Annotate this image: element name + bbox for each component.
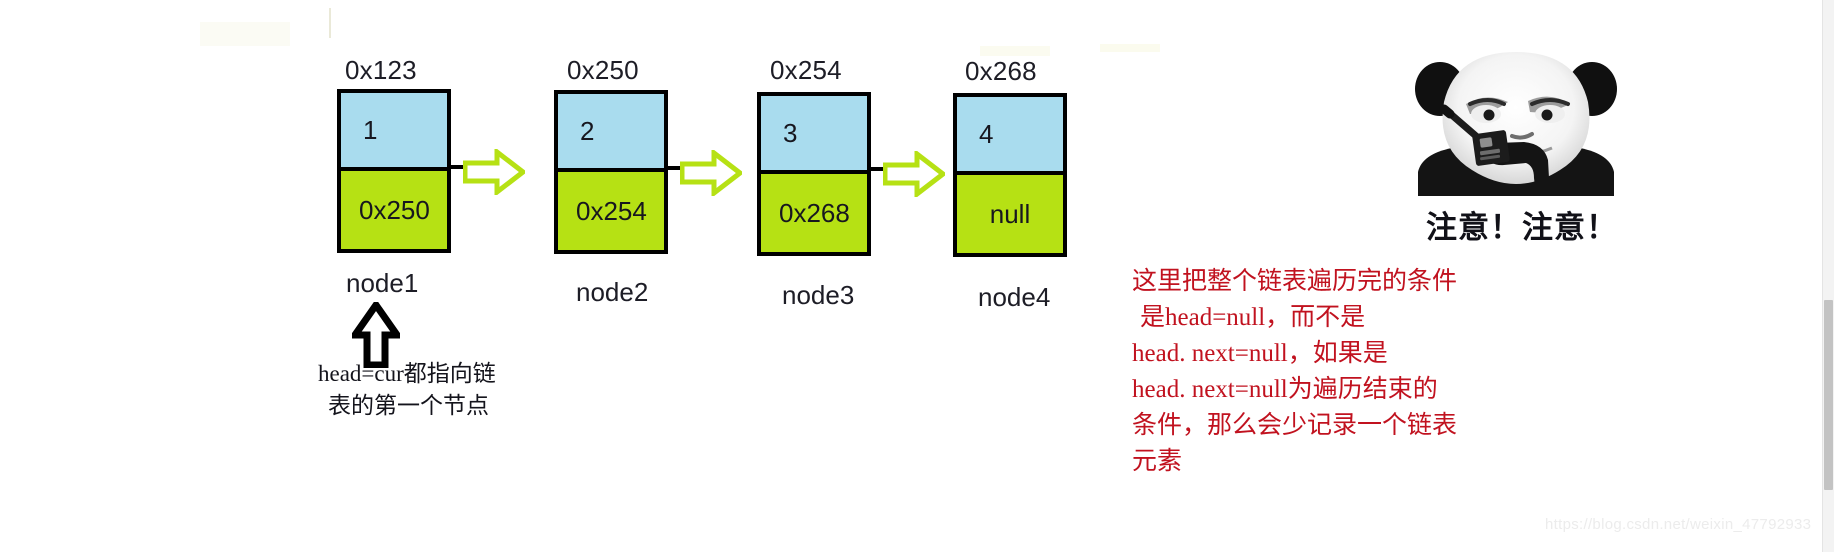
vertical-scrollbar-track[interactable]: [1822, 0, 1834, 552]
csdn-watermark: https://blog.csdn.net/weixin_47792933: [1545, 516, 1812, 533]
note-line-6: 元素: [1132, 448, 1183, 475]
head-caption-line-2: 表的第一个节点: [328, 393, 489, 418]
link-stub-3: [871, 167, 885, 171]
node-address-1: 0x123: [345, 55, 417, 85]
arrow-up-icon: [348, 298, 404, 369]
scan-artifact: [1100, 44, 1160, 52]
block-arrow-right-icon: [882, 148, 948, 200]
node-next-2: 0x254: [558, 172, 664, 250]
head-caption-line-1: head=cur都指向链: [318, 361, 496, 386]
note-line-3: head. next=null，如果是: [1132, 340, 1388, 367]
node-value-1: 1: [341, 93, 447, 171]
list-node-4: 4 null: [953, 93, 1067, 257]
block-arrow-right-icon: [679, 147, 745, 199]
node-label-1: node1: [346, 268, 419, 298]
node-address-4: 0x268: [965, 56, 1037, 86]
panda-walkie-talkie-icon: [1400, 44, 1632, 196]
vertical-scrollbar-thumb[interactable]: [1824, 300, 1833, 490]
note-line-4: head. next=null为遍历结束的: [1132, 376, 1438, 403]
list-node-3: 3 0x268: [757, 92, 871, 256]
warning-note: 这里把整个链表遍历完的条件 是head=null，而不是 head. next=…: [1132, 264, 1532, 480]
list-node-2: 2 0x254: [554, 90, 668, 254]
node-label-3: node3: [782, 280, 855, 310]
link-stub-2: [668, 166, 682, 170]
scan-artifact-tick: [329, 8, 331, 38]
node-value-2: 2: [558, 94, 664, 172]
block-arrow-right-icon: [462, 146, 528, 198]
node-next-4: null: [957, 175, 1063, 253]
node-label-4: node4: [978, 282, 1051, 312]
meme-title: 注意！注意！: [1426, 210, 1618, 245]
node-next-1: 0x250: [341, 171, 447, 249]
list-node-1: 1 0x250: [337, 89, 451, 253]
scan-artifact: [200, 22, 290, 46]
node-next-3: 0x268: [761, 174, 867, 252]
head-pointer-caption: head=cur都指向链 表的第一个节点: [318, 358, 548, 422]
node-address-2: 0x250: [567, 55, 639, 85]
link-stub-1: [451, 165, 465, 169]
node-value-3: 3: [761, 96, 867, 174]
node-value-4: 4: [957, 97, 1063, 175]
node-label-2: node2: [576, 277, 649, 307]
note-line-5: 条件，那么会少记录一个链表: [1132, 412, 1458, 439]
note-line-2: 是head=null，而不是: [1140, 304, 1366, 331]
scan-artifact: [980, 46, 1050, 56]
note-line-1: 这里把整个链表遍历完的条件: [1132, 268, 1458, 295]
node-address-3: 0x254: [770, 55, 842, 85]
